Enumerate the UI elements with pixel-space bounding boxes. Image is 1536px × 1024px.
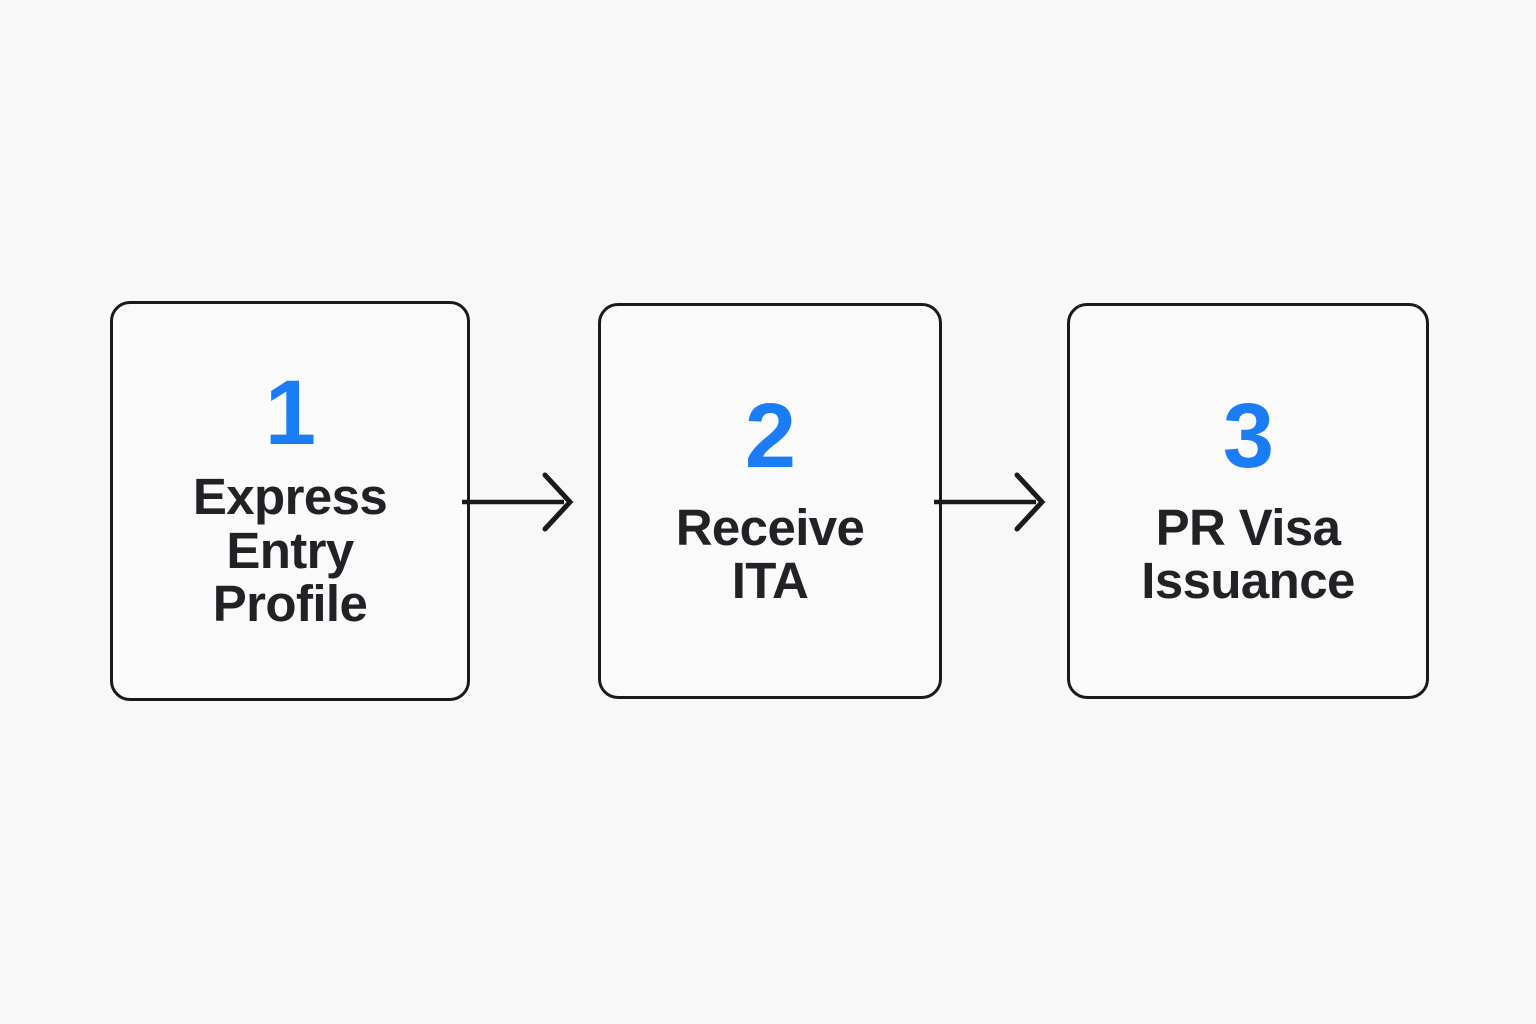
step-number-1: 1 bbox=[264, 362, 316, 465]
step-card-3[interactable]: 3 PR Visa Issuance bbox=[1067, 303, 1429, 699]
arrow-right-icon-2 bbox=[932, 470, 1050, 534]
step-label-2: Receive ITA bbox=[675, 498, 865, 610]
step-label-1: Express Entry Profile bbox=[192, 467, 388, 633]
arrow-right-icon-1 bbox=[460, 470, 578, 534]
step-label-3: PR Visa Issuance bbox=[1141, 498, 1355, 610]
step-number-3: 3 bbox=[1222, 385, 1274, 488]
step-card-2[interactable]: 2 Receive ITA bbox=[598, 303, 942, 699]
step-card-1[interactable]: 1 Express Entry Profile bbox=[110, 301, 470, 701]
step-number-2: 2 bbox=[744, 385, 796, 488]
